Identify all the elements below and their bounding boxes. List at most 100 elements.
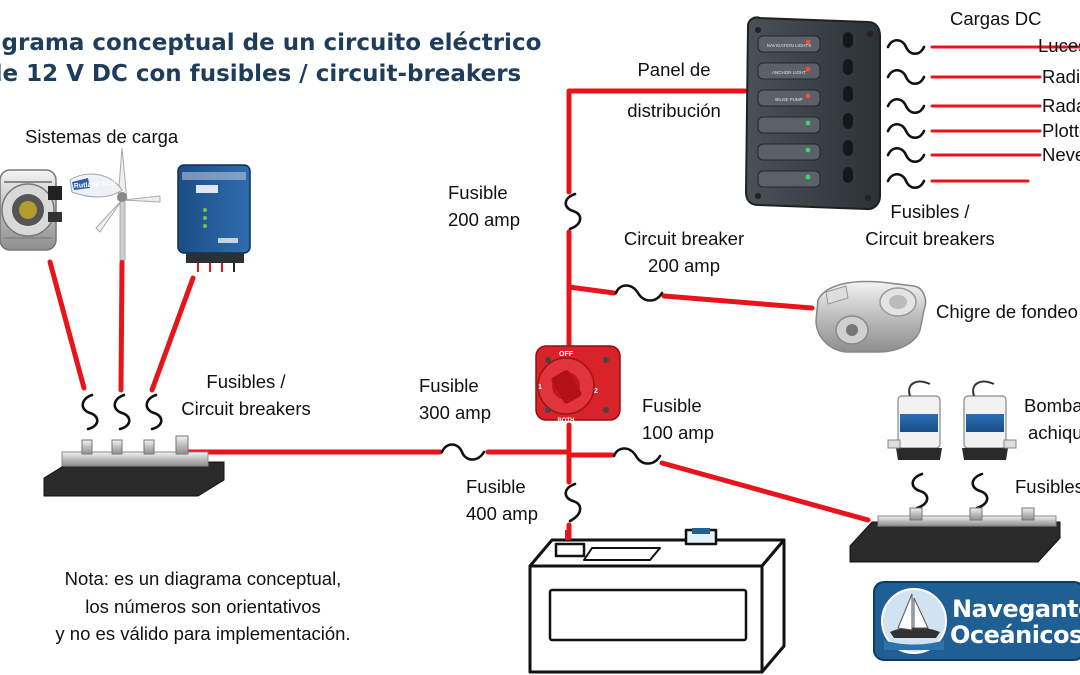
label-breaker-200: Circuit breaker 200 amp: [600, 228, 768, 276]
label-fuse-300-line-2: 300 amp: [419, 401, 491, 423]
label-bilge-pumps: Bombas achique: [1024, 395, 1080, 443]
left-busbar-image: [43, 435, 225, 497]
panel-toggle-icon: [843, 113, 853, 129]
wire-alternator: [47, 259, 87, 391]
panel-switch-row: NAVIGATION LIGHTS: [757, 32, 853, 53]
panel-switch-row: BILGE PUMP: [757, 86, 853, 107]
label-fuse-300: Fusible 300 amp: [419, 375, 491, 423]
dc-load-1: Luces: [1038, 35, 1080, 56]
fuse-symbols: [81, 38, 989, 523]
logo-line-2: Oceánicos: [950, 621, 1080, 649]
panel-switch-label: ANCHOR LIGHT: [772, 70, 806, 75]
label-breaker-200-line-1: Circuit breaker: [623, 228, 745, 249]
label-windlass: Chigre de fondeo: [936, 301, 1078, 322]
fuse-symbol-wind: [113, 393, 131, 431]
dc-load-3: Radar: [1042, 95, 1080, 116]
fuse-symbol-300: [440, 443, 486, 461]
dc-load-2: Radio: [1042, 66, 1080, 87]
right-busbar-image: [849, 507, 1061, 563]
label-fuse-200-line-1: Fusible: [448, 182, 508, 203]
bilge-pump-2-image: [962, 380, 1017, 460]
panel-switch-plate: [757, 62, 821, 80]
switch-label-off: OFF: [559, 351, 574, 358]
label-fuse-100: Fusible 100 amp: [642, 395, 714, 443]
fuse-symbol-load-2: [886, 68, 926, 86]
breaker-symbol-200: [614, 284, 664, 302]
battery-charger-image: [177, 164, 251, 272]
panel-switch-led: [805, 174, 811, 180]
switch-label-1: 1: [538, 384, 542, 391]
fuse-symbol-200: [564, 192, 582, 231]
label-fuse-300-line-1: Fusible: [419, 375, 479, 396]
note: Nota: es un diagrama conceptual, los núm…: [0, 568, 406, 644]
switch-label-2: 2: [594, 388, 598, 395]
label-fuse-200-line-2: 200 amp: [448, 208, 520, 230]
windlass-image: [815, 280, 927, 353]
label-bilge-pumps-line-1: Bombas: [1024, 395, 1080, 416]
title-line-1: agrama conceptual de un circuito eléctri…: [0, 30, 542, 56]
dc-load-5: Nevera: [1042, 144, 1080, 165]
battery-switch-image: OFF BOTH 1 2: [535, 345, 621, 424]
fuse-symbol-load-3: [886, 97, 926, 115]
panel-switch-plate: [757, 143, 821, 161]
panel-toggle-icon: [843, 59, 853, 75]
panel-switch-plate: [757, 35, 821, 53]
note-line-2: los números son orientativos: [85, 595, 321, 617]
alternator-image: [0, 169, 62, 251]
label-fuse-200: Fusible 200 amp: [448, 182, 520, 230]
fuse-symbol-100: [612, 447, 662, 465]
label-panel-fuses-line-1: Fusibles /: [890, 201, 970, 222]
label-charger-fuses-line-2: Circuit breakers: [181, 397, 311, 419]
page-title: agrama conceptual de un circuito eléctri…: [0, 28, 541, 90]
label-pump-fuses: Fusibles: [1015, 476, 1080, 497]
panel-switch-plate: [757, 89, 821, 107]
panel-toggle-icon: [843, 167, 853, 183]
panel-switch-led: [805, 66, 811, 72]
panel-switch-led: [805, 147, 811, 153]
panel-switch-row: ANCHOR LIGHT: [757, 59, 853, 80]
switch-label-both: BOTH: [558, 418, 575, 424]
label-bilge-pumps-line-2: achique: [1028, 421, 1080, 443]
panel-switch-row: [757, 113, 853, 134]
battery-image: [528, 528, 786, 674]
label-panel-line-1: Panel de: [637, 59, 711, 80]
label-fuse-100-line-1: Fusible: [642, 395, 702, 416]
fuse-symbol-load-6: [886, 172, 926, 190]
panel-switch-row: [757, 140, 853, 161]
dc-load-4: Plotter: [1042, 120, 1080, 141]
wire-charger: [149, 275, 196, 393]
wire-breaker-to-windlass: [661, 293, 815, 311]
logo: [873, 581, 1080, 661]
svg-text:Rutland 914i: Rutland 914i: [74, 180, 116, 190]
label-panel-fuses-line-2: Circuit breakers: [865, 227, 995, 249]
label-charging-systems: Sistemas de carga: [25, 126, 179, 147]
label-panel-fuses: Fusibles / Circuit breakers: [846, 201, 1014, 249]
panel-switch-plate: [757, 170, 821, 188]
label-fuse-400: Fusible 400 amp: [466, 477, 538, 524]
label-breaker-200-line-2: 200 amp: [648, 254, 720, 276]
bilge-pump-1-image: [887, 380, 942, 460]
fuse-symbol-alternator: [81, 393, 99, 431]
panel-switch-led: [805, 120, 811, 126]
panel-toggle-icon: [843, 86, 853, 102]
wire-wind-generator: [118, 259, 125, 393]
panel-switch-led: [805, 39, 811, 45]
logo-text: Navegantes Oceánicos: [950, 596, 1080, 649]
wire-to-breaker: [566, 284, 617, 296]
title-line-2: de 12 V DC con fusibles / circuit-breake…: [0, 61, 522, 87]
panel-switch-led: [805, 93, 811, 99]
distribution-panel-image: NAVIGATION LIGHTS ANCHOR LIGHT BILGE PUMP: [744, 16, 881, 211]
label-distribution-panel: Panel de distribución: [612, 59, 736, 120]
wire-fuse100-to-busbar: [659, 460, 871, 523]
panel-switch-row: [757, 167, 853, 188]
label-dc-loads: Cargas DC: [950, 8, 1042, 29]
fuse-symbol-load-5: [886, 146, 926, 164]
label-fuse-400-line-2: 400 amp: [466, 502, 538, 524]
note-line-1: Nota: es un diagrama conceptual,: [64, 568, 342, 589]
panel-switches: NAVIGATION LIGHTS ANCHOR LIGHT BILGE PUMP: [757, 32, 853, 188]
fuse-symbol-pump-2: [971, 472, 989, 510]
panel-switch-label: BILGE PUMP: [775, 97, 803, 102]
label-fuse-100-line-2: 100 amp: [642, 421, 714, 443]
